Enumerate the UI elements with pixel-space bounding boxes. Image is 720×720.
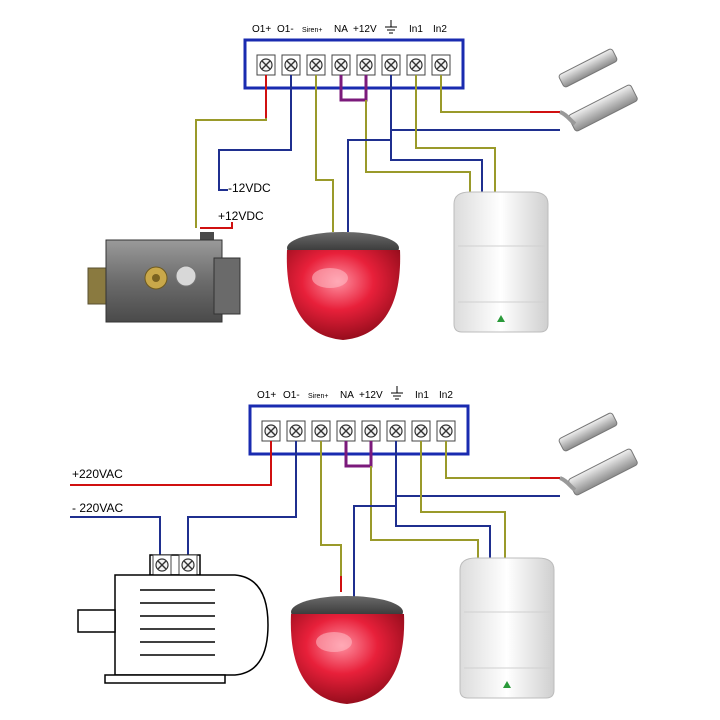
terminal-screw-icon [406, 54, 426, 76]
pir-sensor-icon [453, 191, 549, 333]
terminal-label-siren-plus: Siren+ [308, 393, 328, 400]
bottom-wires [70, 441, 560, 598]
terminal-screw-icon [386, 420, 406, 442]
terminal-label-plus-12v: +12V [359, 390, 383, 401]
terminal-label-o1-plus: O1+ [257, 390, 276, 401]
terminal-label-o1-minus: O1- [277, 24, 294, 35]
terminal-screw-icon [261, 420, 281, 442]
top-terminal-labels: O1+ O1- Siren+ NA +12V In1 In2 [252, 20, 447, 35]
minus-220vac-label: - 220VAC [72, 501, 123, 515]
siren-icon [286, 232, 401, 340]
terminal-screw-icon [436, 420, 456, 442]
terminal-label-na: NA [334, 24, 348, 35]
bottom-terminal-block [248, 404, 470, 456]
plus-220vac-label: +220VAC [72, 467, 123, 481]
terminal-label-o1-minus: O1- [283, 390, 300, 401]
terminal-label-na: NA [340, 390, 354, 401]
terminal-label-in2: In2 [433, 24, 447, 35]
terminal-screw-icon [356, 54, 376, 76]
terminal-screw-icon [336, 420, 356, 442]
terminal-screw-icon [381, 54, 401, 76]
plus-12vdc-label: +12VDC [218, 209, 264, 223]
terminal-screw-icon [311, 420, 331, 442]
terminal-label-plus-12v: +12V [353, 24, 377, 35]
electric-lock-icon [87, 232, 241, 323]
terminal-screw-icon [331, 54, 351, 76]
ground-symbol-icon [391, 386, 403, 400]
bottom-terminal-labels: O1+ O1- Siren+ NA +12V In1 In2 [257, 386, 453, 401]
terminal-screw-icon [256, 54, 276, 76]
ground-symbol-icon [385, 20, 397, 34]
top-terminal-block [243, 38, 465, 90]
terminal-screw-icon [361, 420, 381, 442]
motor-icon [77, 554, 269, 684]
terminal-label-in2: In2 [439, 390, 453, 401]
terminal-screw-icon [306, 54, 326, 76]
magnetic-door-contact-icon [558, 48, 638, 132]
siren-icon [290, 596, 405, 704]
terminal-label-in1: In1 [415, 390, 429, 401]
pir-sensor-icon [459, 557, 555, 699]
terminal-label-in1: In1 [409, 24, 423, 35]
terminal-label-o1-plus: O1+ [252, 24, 271, 35]
minus-12vdc-label: -12VDC [228, 181, 271, 195]
top-wires [195, 75, 560, 232]
terminal-screw-icon [411, 420, 431, 442]
magnetic-door-contact-icon [558, 412, 638, 496]
terminal-screw-icon [286, 420, 306, 442]
terminal-screw-icon [281, 54, 301, 76]
bottom-diagram: O1+ O1- Siren+ NA +12V In1 In2 [70, 386, 638, 704]
top-diagram: O1+ O1- Siren+ NA +12V In1 In2 [87, 20, 638, 340]
terminal-label-siren-plus: Siren+ [302, 27, 322, 34]
terminal-screw-icon [431, 54, 451, 76]
